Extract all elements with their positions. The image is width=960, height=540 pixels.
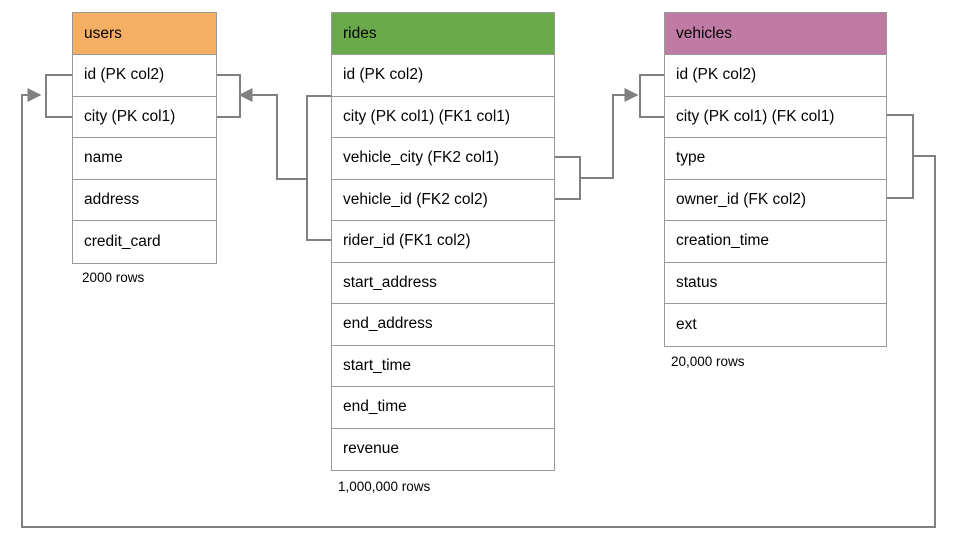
table-rides-column-rider-id[interactable]: rider_id (FK1 col2)	[332, 221, 554, 263]
table-vehicles[interactable]: vehicles id (PK col2) city (PK col1) (FK…	[664, 12, 887, 347]
table-rides-column-id[interactable]: id (PK col2)	[332, 55, 554, 97]
table-vehicles-column-creation-time[interactable]: creation_time	[665, 221, 886, 263]
table-vehicles-column-type[interactable]: type	[665, 138, 886, 180]
rides-fk2-connector	[555, 74, 664, 200]
table-rides-column-end-time[interactable]: end_time	[332, 387, 554, 429]
table-rides[interactable]: rides id (PK col2) city (PK col1) (FK1 c…	[331, 12, 555, 471]
table-users-column-city[interactable]: city (PK col1)	[73, 96, 216, 138]
table-rides-column-start-time[interactable]: start_time	[332, 345, 554, 387]
table-vehicles-row-count: 20,000 rows	[671, 354, 745, 369]
table-users-row-count: 2000 rows	[82, 270, 145, 285]
table-rides-column-vehicle-city[interactable]: vehicle_city (FK2 col1)	[332, 138, 554, 180]
rides-fk1-connector	[217, 74, 331, 241]
table-rides-header[interactable]: rides	[332, 13, 554, 55]
table-vehicles-column-city[interactable]: city (PK col1) (FK col1)	[665, 96, 886, 138]
table-users-header[interactable]: users	[73, 13, 216, 55]
table-users-column-credit-card[interactable]: credit_card	[73, 221, 216, 263]
table-users-column-address[interactable]: address	[73, 179, 216, 221]
table-rides-column-revenue[interactable]: revenue	[332, 428, 554, 470]
table-rides-column-city[interactable]: city (PK col1) (FK1 col1)	[332, 96, 554, 138]
table-vehicles-column-ext[interactable]: ext	[665, 304, 886, 346]
table-rides-column-start-address[interactable]: start_address	[332, 262, 554, 304]
table-rides-column-vehicle-id[interactable]: vehicle_id (FK2 col2)	[332, 179, 554, 221]
table-rides-column-end-address[interactable]: end_address	[332, 304, 554, 346]
table-rides-row-count: 1,000,000 rows	[338, 479, 431, 494]
table-vehicles-column-id[interactable]: id (PK col2)	[665, 55, 886, 97]
table-users-column-name[interactable]: name	[73, 138, 216, 180]
table-users-column-id[interactable]: id (PK col2)	[73, 55, 216, 97]
table-vehicles-column-owner-id[interactable]: owner_id (FK col2)	[665, 179, 886, 221]
users-pk-bracket	[45, 74, 72, 118]
table-users[interactable]: users id (PK col2) city (PK col1) name a…	[72, 12, 217, 264]
table-vehicles-header[interactable]: vehicles	[665, 13, 886, 55]
table-vehicles-column-status[interactable]: status	[665, 262, 886, 304]
